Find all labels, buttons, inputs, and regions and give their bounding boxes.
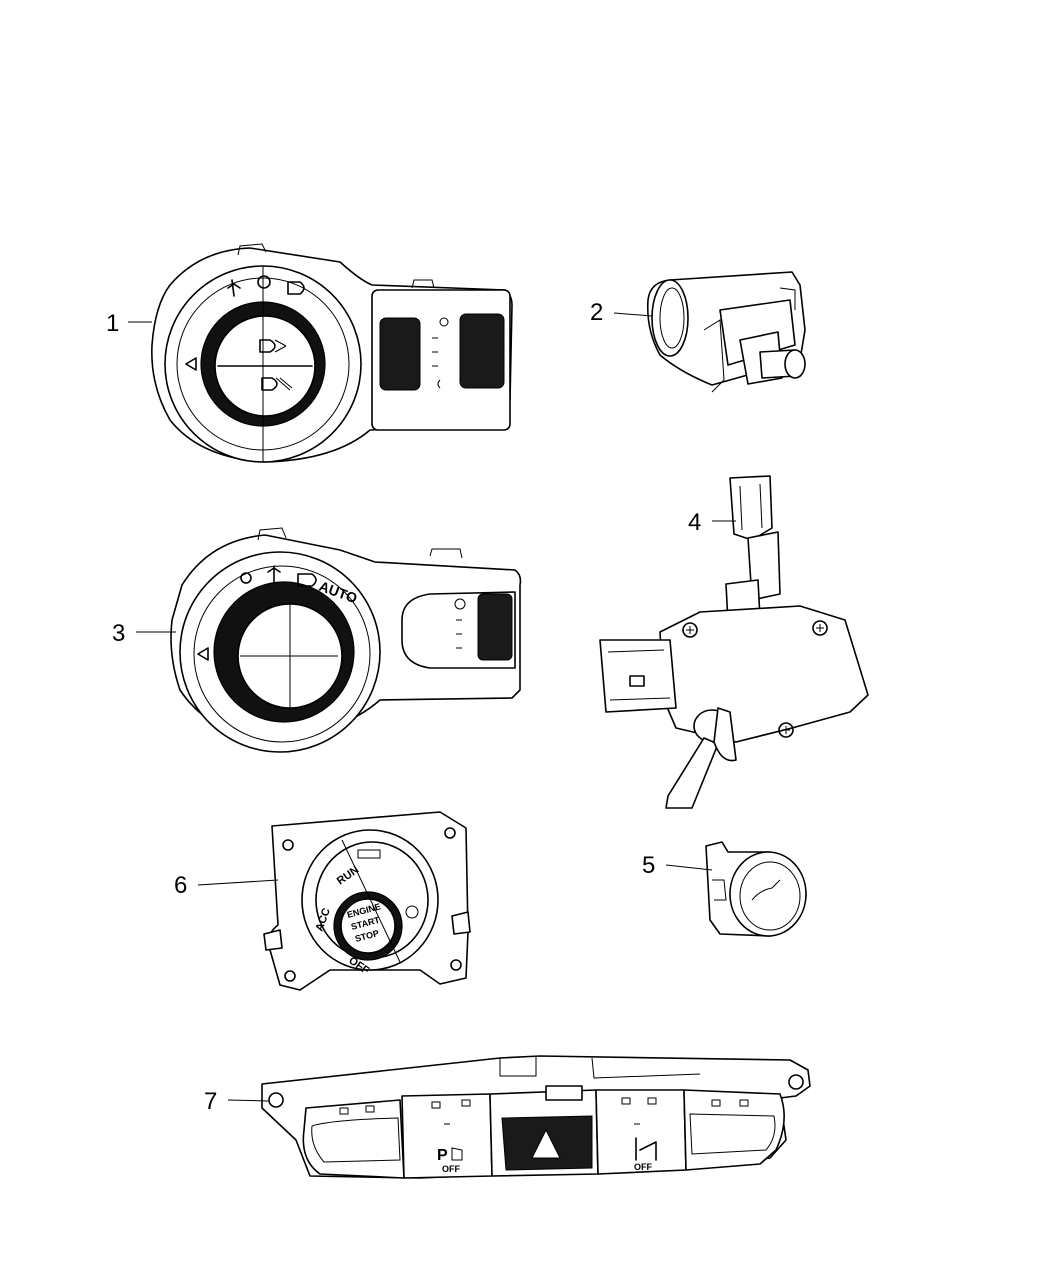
callout-1: 1 <box>106 310 119 337</box>
part-4-switch-with-lever <box>599 475 869 809</box>
park-assist-off-label: OFF <box>442 1164 460 1174</box>
part-6-ignition-switch: ENGINE START STOP RUN ACC OFF <box>263 811 471 991</box>
part-3-headlamp-switch-auto: AUTO <box>170 527 522 753</box>
esc-off-label: OFF <box>634 1162 652 1172</box>
callout-2: 2 <box>590 299 603 326</box>
part-7-switch-bank: P OFF OFF <box>261 1055 811 1179</box>
callout-7: 7 <box>204 1088 217 1115</box>
park-assist-p: P <box>437 1147 448 1164</box>
callout-5: 5 <box>642 852 655 879</box>
part-1-headlamp-switch-fog <box>151 243 513 463</box>
leader-line-7 <box>227 1099 269 1102</box>
part-5-rotary-knob <box>705 841 807 937</box>
callout-3: 3 <box>112 620 125 647</box>
leader-line-6 <box>197 879 279 886</box>
leader-line-5 <box>665 864 713 871</box>
callout-4: 4 <box>688 509 701 536</box>
callout-6: 6 <box>174 872 187 899</box>
leader-line-2 <box>613 312 653 317</box>
part-2-rotary-switch <box>646 271 806 393</box>
